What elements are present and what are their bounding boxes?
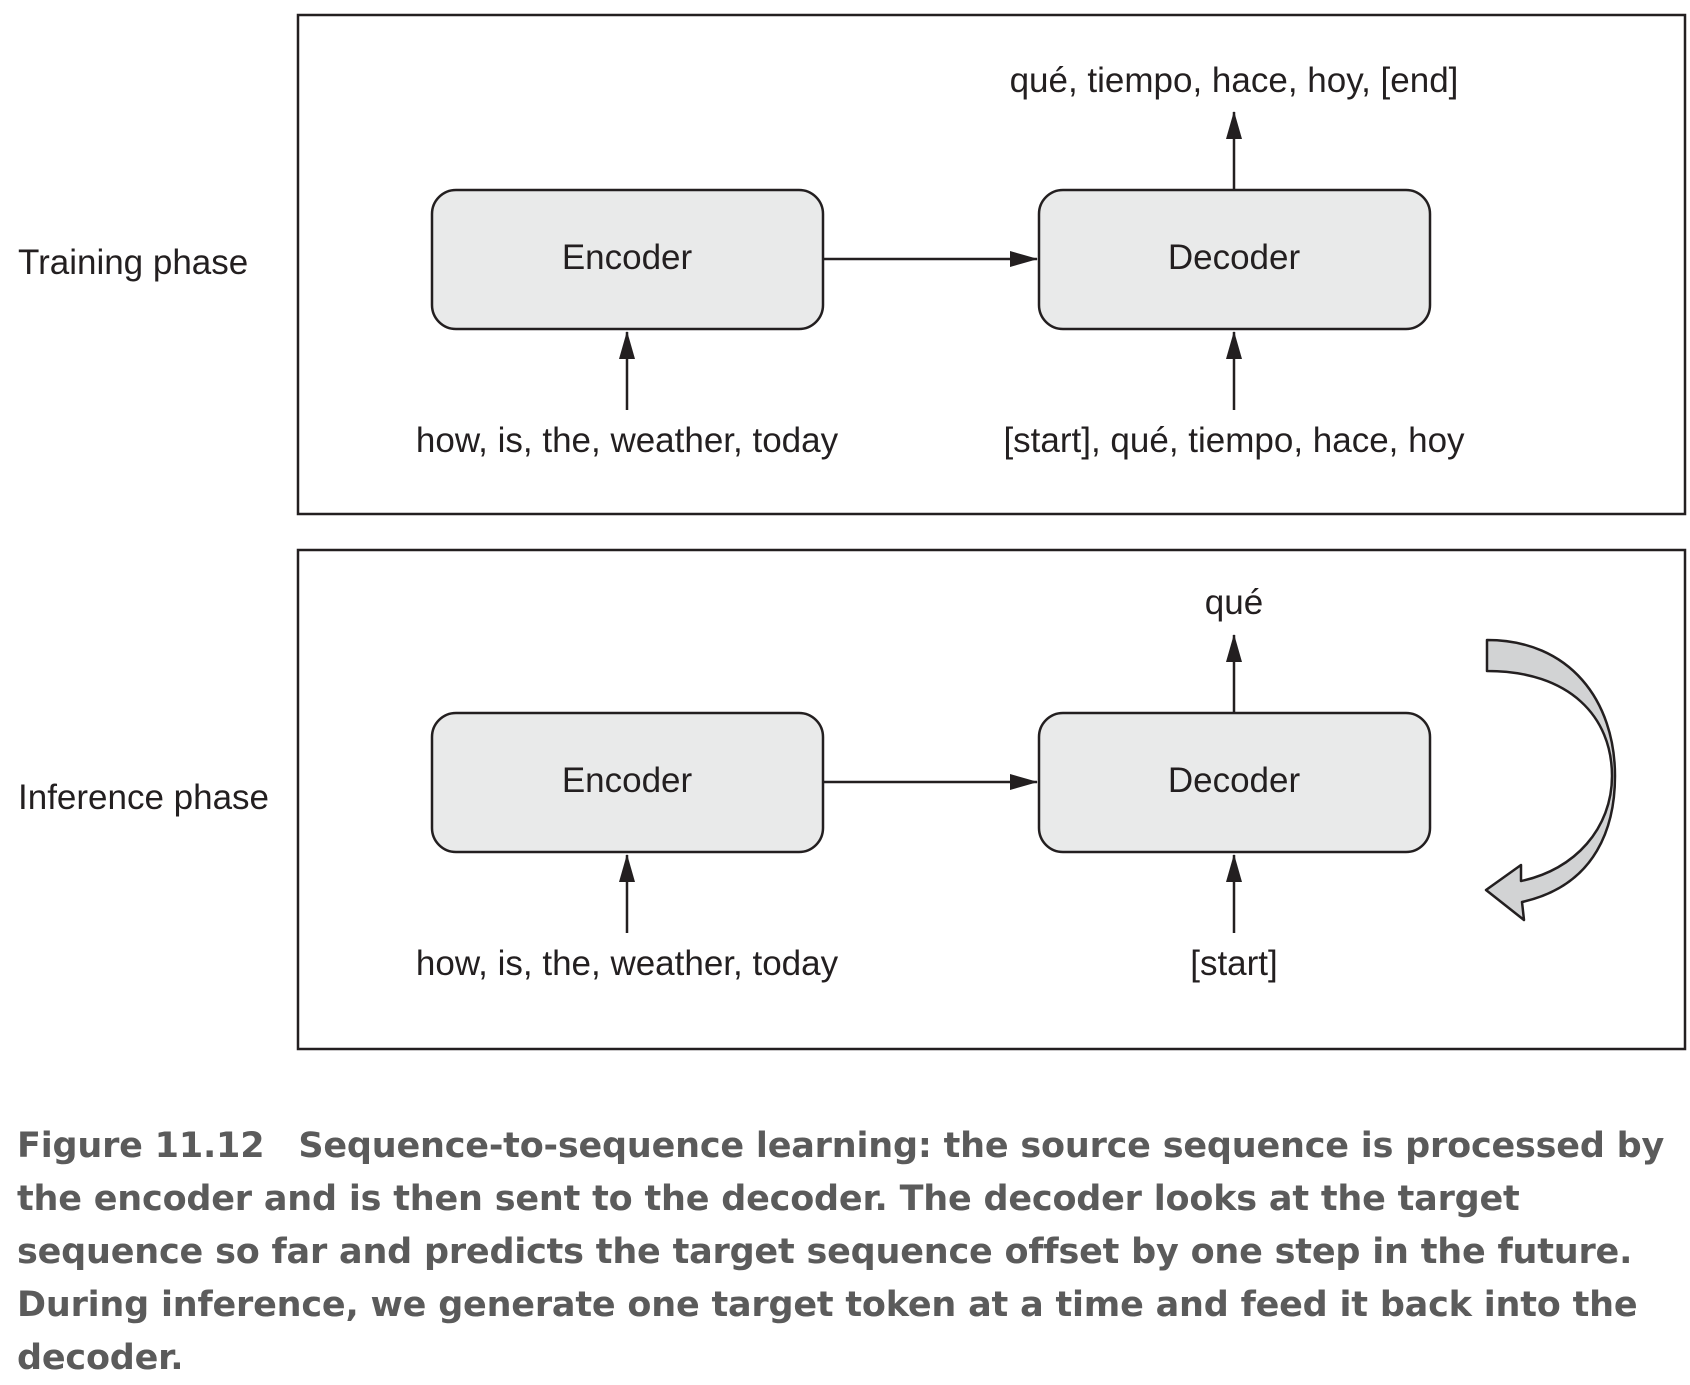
training-encoder-label: Encoder bbox=[562, 238, 693, 277]
training-decoder-output-text: qué, tiempo, hace, hoy, [end] bbox=[1010, 61, 1459, 100]
seq2seq-diagram: Training phase Encoder Decoder how, is, … bbox=[18, 13, 1687, 1051]
inference-encoder-input-text: how, is, the, weather, today bbox=[416, 944, 839, 983]
figure-caption-text: Sequence-to-sequence learning: the sourc… bbox=[17, 1126, 1665, 1378]
training-decoder-input-text: [start], qué, tiempo, hace, hoy bbox=[1003, 421, 1465, 460]
inference-decoder-label: Decoder bbox=[1168, 761, 1301, 800]
inference-phase-label: Inference phase bbox=[18, 778, 269, 817]
training-phase-label: Training phase bbox=[18, 243, 248, 282]
figure-number: Figure 11.12 bbox=[17, 1126, 265, 1166]
inference-encoder-label: Encoder bbox=[562, 761, 693, 800]
training-decoder-label: Decoder bbox=[1168, 238, 1301, 277]
inference-decoder-output-text: qué bbox=[1205, 583, 1263, 622]
inference-decoder-input-text: [start] bbox=[1190, 944, 1278, 983]
training-encoder-input-text: how, is, the, weather, today bbox=[416, 421, 839, 460]
training-phase-panel: Training phase Encoder Decoder how, is, … bbox=[18, 13, 1687, 516]
inference-phase-panel: Inference phase Encoder Decoder how, is,… bbox=[18, 548, 1687, 1051]
feedback-loop-arrow-icon bbox=[1484, 638, 1617, 922]
